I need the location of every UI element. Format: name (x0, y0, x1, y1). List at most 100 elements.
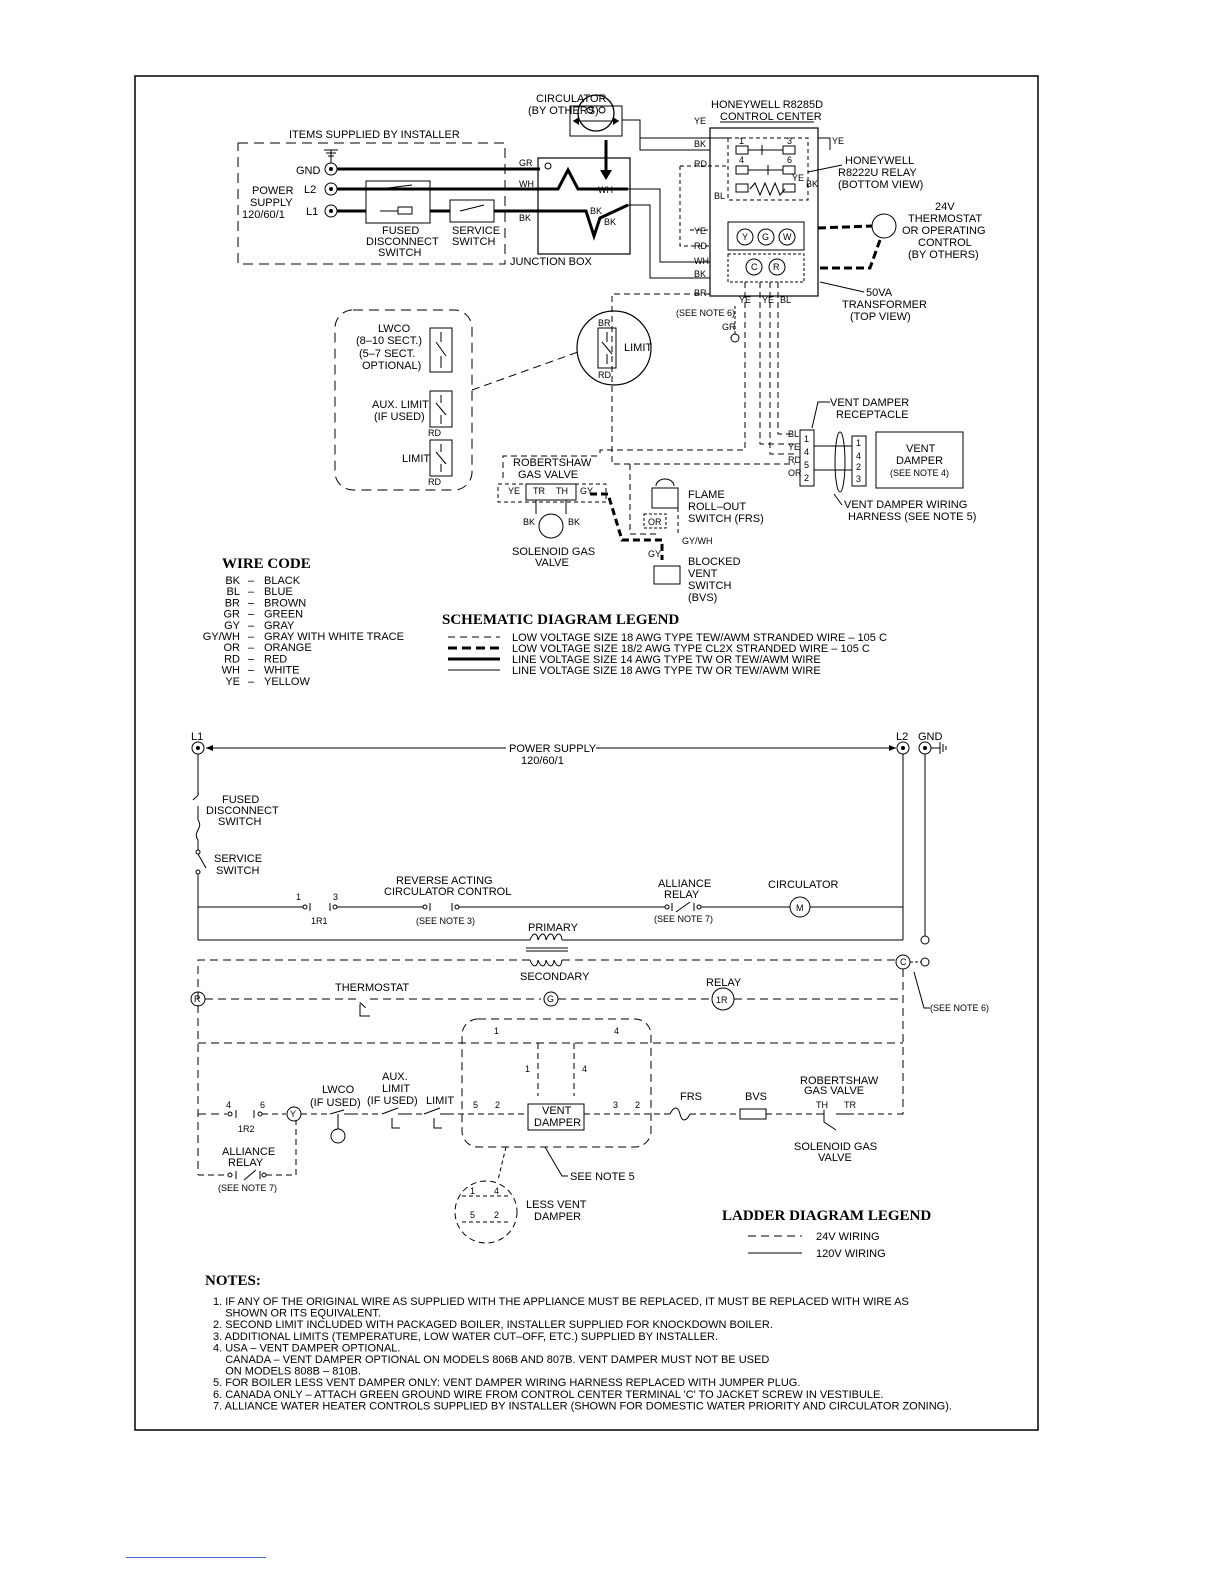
wire-rd-5: RD (598, 370, 611, 380)
terminal-r-circle (768, 258, 786, 276)
wire-code-color: YELLOW (264, 676, 310, 688)
ladder-power-supply-1: POWER SUPPLY (509, 743, 597, 755)
thermostat-label-1: 24V (935, 201, 955, 213)
vent-damper-receptacle (799, 429, 815, 487)
ladder-bvs: BVS (745, 1091, 767, 1103)
transformer-label-2: TRANSFORMER (842, 299, 927, 311)
lwco-label-2: (8–10 SECT.) (356, 335, 422, 347)
wire-bk-5: BK (694, 269, 706, 279)
ladder-relay-coil: 1R (716, 995, 728, 1005)
wire-gy-1: GY (580, 486, 593, 496)
wire-br-1: BR (694, 288, 707, 298)
note-line: 3. ADDITIONAL LIMITS (TEMPERATURE, LOW W… (213, 1331, 718, 1343)
svg-text:5: 5 (804, 460, 809, 470)
junction-box-label: JUNCTION BOX (510, 256, 593, 268)
note-line: SHOWN OR ITS EQUIVALENT. (213, 1308, 381, 1320)
bvs-label-2: VENT (688, 568, 718, 580)
gas-valve-th: TH (556, 486, 568, 496)
wire-code-abbrev: RD (224, 653, 240, 665)
thermostat-symbol (871, 213, 897, 239)
schematic-legend: SCHEMATIC DIAGRAM LEGEND LOW VOLTAGE SIZ… (442, 612, 887, 677)
svg-text:1: 1 (804, 434, 809, 444)
fused-disconnect-1: FUSED (382, 225, 419, 237)
ladder-legend-item-1: 24V WIRING (816, 1231, 880, 1243)
see-note-6-wiring: (SEE NOTE 6) (676, 308, 735, 318)
vent-damper-label-1: VENT (906, 443, 936, 455)
wire-bl-1: BL (714, 191, 725, 201)
ladder-aux-3: (IF USED) (367, 1095, 418, 1107)
notes-title: NOTES: (205, 1273, 261, 1289)
ladder-reverse-1: REVERSE ACTING (396, 875, 493, 887)
wire-wh-2: WH (598, 185, 613, 195)
installer-items-box (237, 142, 506, 265)
control-center-label-1: HONEYWELL R8285D (711, 99, 823, 111)
thermostat-label-5: (BY OTHERS) (908, 249, 979, 261)
wire-code-color: BLACK (264, 575, 301, 587)
ladder-terminal-c: C (900, 957, 907, 967)
ladder-relay: RELAY (706, 977, 742, 989)
bvs-label-1: BLOCKED (688, 556, 741, 568)
lwco-label-3: (5–7 SECT. (359, 348, 415, 360)
control-center-box (709, 127, 819, 297)
schematic-legend-item-1: LOW VOLTAGE SIZE 18 AWG TYPE TEW/AWM STR… (512, 632, 887, 644)
wire-br-2: BR (598, 318, 611, 328)
svg-text:2: 2 (804, 473, 809, 483)
sheet-border (134, 75, 1039, 1431)
svg-text:4: 4 (804, 447, 809, 457)
l2-label: L2 (304, 184, 316, 196)
bvs-label-3: SWITCH (688, 580, 731, 592)
bvs-label-4: (BVS) (688, 592, 717, 604)
svg-text:4: 4 (582, 1064, 587, 1074)
transformer-label-3: (TOP VIEW) (850, 311, 911, 323)
wire-code-dash: – (248, 665, 255, 677)
wire-code-abbrev: OR (224, 642, 241, 654)
svg-text:4: 4 (739, 155, 744, 165)
wire-code-dash: – (248, 631, 255, 643)
ladder-tr: TR (844, 1100, 856, 1110)
ladder-pin-2-b: 2 (635, 1100, 640, 1110)
ladder-1r1: 1R1 (311, 916, 328, 926)
power-supply-1: POWER (252, 185, 294, 197)
ladder-pin-1-b: 1 (494, 1026, 499, 1036)
harness-label-1: VENT DAMPER WIRING (844, 499, 967, 511)
ladder-terminal-r: R (194, 994, 201, 1004)
ladder-alliance-1: ALLIANCE (658, 878, 711, 890)
ladder-lwco-if-used: (IF USED) (310, 1097, 361, 1109)
note-line: 6. CANADA ONLY – ATTACH GREEN GROUND WIR… (213, 1389, 883, 1401)
wire-code-color: WHITE (264, 665, 299, 677)
frs-switch (651, 487, 679, 509)
wire-code-color: RED (264, 653, 287, 665)
wire-code-dash: – (248, 620, 255, 632)
service-switch-2: SWITCH (452, 236, 495, 248)
solenoid-label-2: VALVE (535, 557, 569, 569)
solenoid-symbol (538, 513, 564, 539)
svg-text:3: 3 (787, 136, 792, 146)
ladder-robertshaw-2: GAS VALVE (804, 1085, 864, 1097)
terminal-r: R (773, 262, 780, 272)
bvs-switch (653, 565, 681, 585)
wire-ye-5: YE (739, 295, 751, 305)
terminal-y-circle (736, 228, 754, 246)
wire-code-dash: – (248, 586, 255, 598)
svg-text:2: 2 (856, 462, 861, 472)
ladder-l1: L1 (191, 731, 203, 743)
wire-bk-4: BK (694, 139, 706, 149)
transformer-label-1: 50VA (866, 287, 893, 299)
wire-gy-2: GY (648, 549, 661, 559)
service-switch-1: SERVICE (452, 225, 500, 237)
gnd-label: GND (296, 165, 321, 177)
ladder-aux-2: LIMIT (382, 1083, 410, 1095)
ladder-limit: LIMIT (426, 1095, 454, 1107)
svg-text:1: 1 (739, 136, 744, 146)
relay-label-1: HONEYWELL (845, 155, 914, 167)
svg-text:1: 1 (525, 1064, 530, 1074)
svg-text:3: 3 (856, 474, 861, 484)
note-line: 1. IF ANY OF THE ORIGINAL WIRE AS SUPPLI… (213, 1296, 909, 1308)
lwco-label-4: OPTIONAL) (362, 360, 421, 372)
control-center-label-2: CONTROL CENTER (720, 111, 822, 123)
power-supply-2: SUPPLY (250, 197, 293, 209)
wire-code-color: BLUE (264, 586, 293, 598)
wire-gr-1: GR (519, 158, 533, 168)
wire-code-list: BK–BLACKBL–BLUEBR–BROWNGR–GREENGY–GRAYGY… (203, 575, 404, 688)
transformer-terminal-strip (727, 221, 805, 251)
